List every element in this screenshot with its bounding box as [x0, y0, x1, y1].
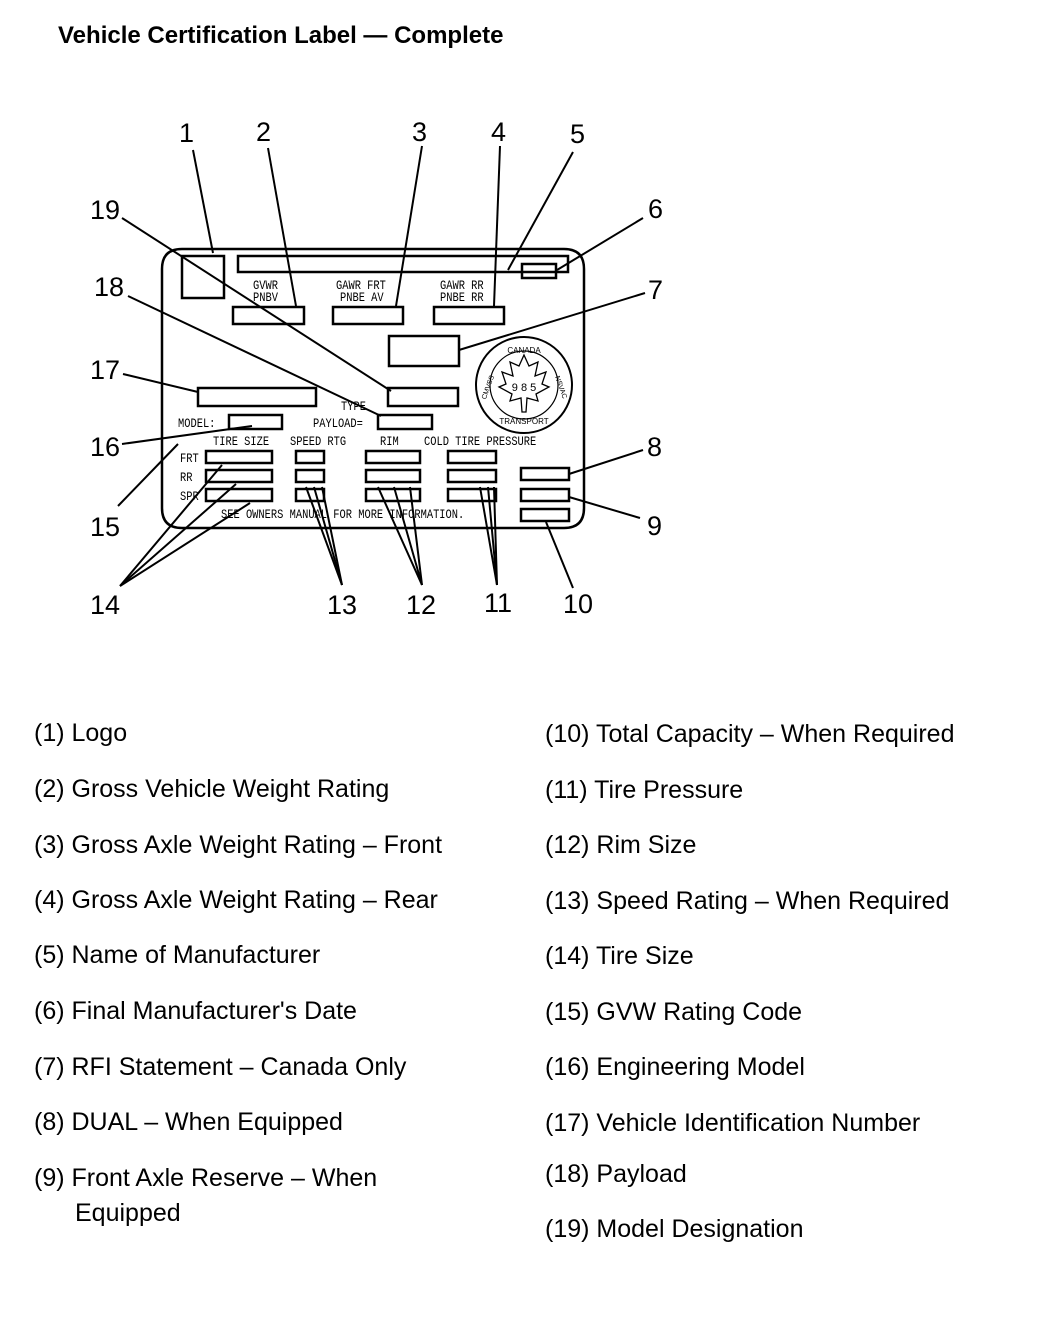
front-axle-reserve-box	[519, 487, 571, 503]
legend-item-16: (16) Engineering Model	[545, 1053, 805, 1081]
label-frt: FRT	[180, 451, 199, 466]
model-box	[227, 413, 284, 431]
seal-bottom-text: TRANSPORT	[499, 417, 548, 426]
rim-frt-box	[364, 449, 422, 465]
callout-19: 19	[90, 195, 120, 225]
callout-4: 4	[491, 117, 506, 147]
rim-rr-box	[364, 468, 422, 484]
label-spr: SPR	[180, 489, 199, 504]
canada-seal	[475, 336, 573, 434]
label-type: TYPE	[341, 399, 366, 414]
label-rim: RIM	[380, 434, 399, 449]
callout-17: 17	[90, 355, 120, 385]
label-pnbv: PNBV	[253, 290, 278, 305]
certification-label-diagram: CANADA TRANSPORT CMVSS NSVAC 9 8 5 GVWR …	[90, 117, 663, 620]
label-gawr-frt: GAWR FRT	[336, 278, 386, 293]
seal-top-text: CANADA	[507, 346, 541, 355]
legend-item-4: (4) Gross Axle Weight Rating – Rear	[34, 886, 438, 914]
label-speed-rtg: SPEED RTG	[290, 434, 346, 449]
callout-14: 14	[90, 590, 120, 620]
callout-13: 13	[327, 590, 357, 620]
callout-2: 2	[256, 117, 271, 147]
date-box	[520, 262, 558, 280]
legend-item-15: (15) GVW Rating Code	[545, 998, 803, 1026]
gawr-rear-box	[432, 305, 506, 326]
legend-item-10: (10) Total Capacity – When Required	[545, 720, 955, 748]
legend-item-13: (13) Speed Rating – When Required	[545, 887, 950, 915]
legend-item-5: (5) Name of Manufacturer	[34, 941, 321, 969]
legend-item-2: (2) Gross Vehicle Weight Rating	[34, 775, 390, 803]
pressure-spr-box	[446, 487, 498, 503]
rfi-box	[387, 334, 461, 368]
callout-6: 6	[648, 194, 663, 224]
label-pnbe-rr: PNBE RR	[440, 290, 484, 305]
vin-box	[196, 386, 318, 408]
legend-item-1: (1) Logo	[34, 719, 128, 747]
callout-18: 18	[94, 272, 124, 302]
callout-10: 10	[563, 589, 593, 619]
legend-item-12: (12) Rim Size	[545, 831, 697, 859]
callout-1: 1	[179, 118, 194, 148]
callout-12: 12	[406, 590, 436, 620]
label-cold-tire-pressure: COLD TIRE PRESSURE	[424, 434, 536, 449]
label-outline	[160, 247, 586, 530]
pressure-frt-box	[446, 449, 498, 465]
speed-frt-box	[294, 449, 326, 465]
legend-item-9: (9) Front Axle Reserve – When Equipped	[34, 1164, 378, 1227]
seal-left-text: CMVSS	[481, 374, 496, 400]
leader-lines	[117, 145, 646, 589]
gvwr-box	[231, 305, 306, 326]
callout-11: 11	[484, 588, 512, 618]
total-capacity-box	[519, 507, 571, 523]
tire-size-frt-box	[204, 449, 274, 465]
dual-box	[519, 466, 571, 482]
tire-size-rr-box	[204, 468, 274, 484]
logo-box	[180, 254, 226, 300]
callout-8: 8	[647, 432, 662, 462]
legend-item-8: (8) DUAL – When Equipped	[34, 1108, 343, 1136]
seal-number: 9 8 5	[512, 382, 536, 394]
legend-item-3: (3) Gross Axle Weight Rating – Front	[34, 831, 443, 859]
pressure-rr-box	[446, 468, 498, 484]
label-model: MODEL:	[178, 416, 215, 431]
callout-3: 3	[412, 117, 427, 147]
legend-item-17: (17) Vehicle Identification Number	[545, 1109, 921, 1137]
label-payload: PAYLOAD=	[313, 416, 363, 431]
callout-16: 16	[90, 432, 120, 462]
label-rr: RR	[180, 470, 192, 485]
label-pnbe-av: PNBE AV	[340, 290, 384, 305]
legend-item-14: (14) Tire Size	[545, 942, 694, 970]
callout-15: 15	[90, 512, 120, 542]
callout-5: 5	[570, 119, 585, 149]
callout-9: 9	[647, 511, 662, 541]
legend-item-6: (6) Final Manufacturer's Date	[34, 997, 357, 1025]
rim-spr-box	[364, 487, 422, 503]
page-title: Vehicle Certification Label — Complete	[58, 22, 504, 49]
tire-size-spr-box	[204, 487, 274, 503]
label-tire-size: TIRE SIZE	[213, 434, 269, 449]
label-see-owners: SEE OWNERS MANUAL FOR MORE INFORMATION.	[221, 507, 464, 522]
legend-item-19: (19) Model Designation	[545, 1215, 804, 1243]
legend-item-11: (11) Tire Pressure	[545, 776, 744, 804]
payload-box	[376, 413, 434, 431]
seal-right-text: NSVAC	[553, 375, 568, 400]
label-gvwr: GVWR	[253, 278, 278, 293]
legend-item-7: (7) RFI Statement – Canada Only	[34, 1053, 407, 1081]
legend-item-18: (18) Payload	[545, 1160, 687, 1188]
model-designation-box	[386, 386, 460, 408]
label-gawr-rr: GAWR RR	[440, 278, 484, 293]
maple-leaf-icon	[497, 353, 551, 413]
speed-rr-box	[294, 468, 326, 484]
callout-7: 7	[648, 275, 663, 305]
gawr-front-box	[331, 305, 405, 326]
